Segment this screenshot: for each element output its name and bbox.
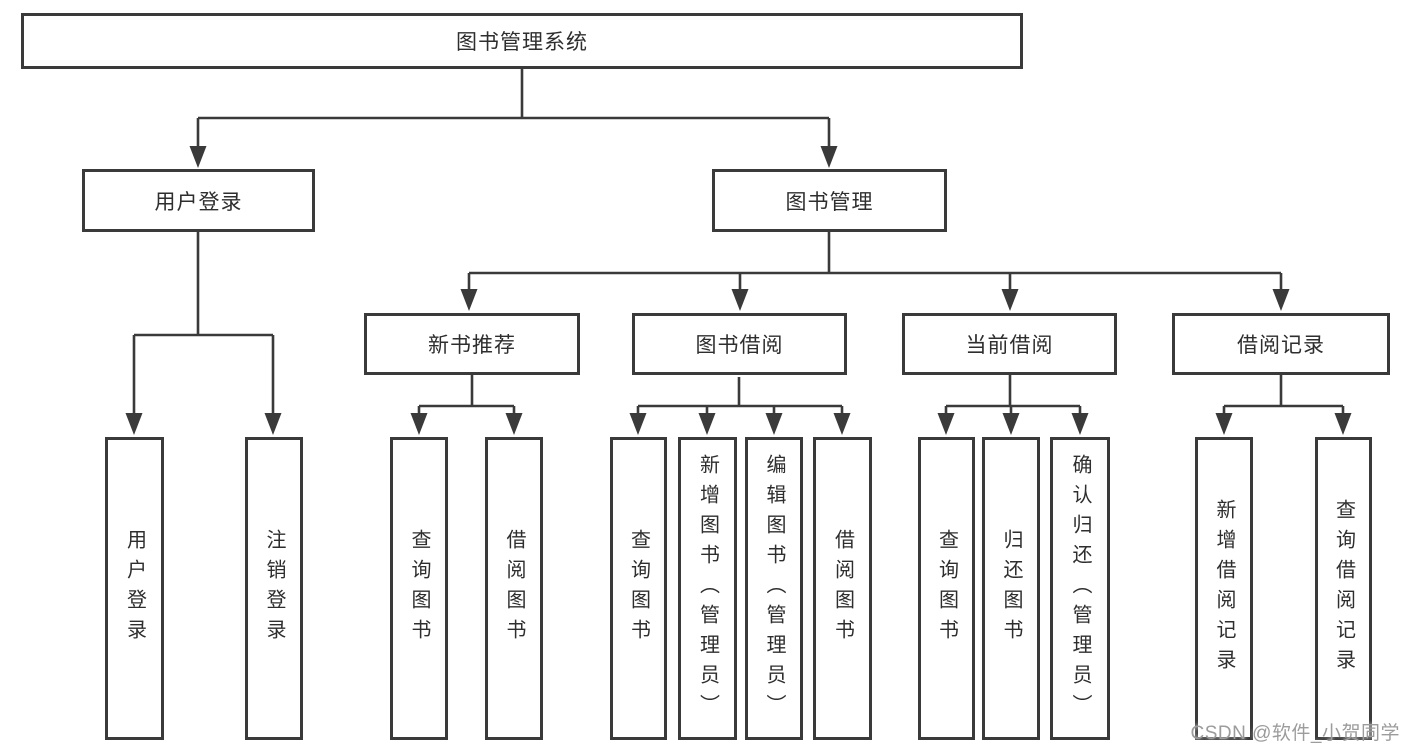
leaf-edit-books-admin: 编辑图书（管理员） <box>745 437 803 740</box>
node-new-book-recommendation: 新书推荐 <box>364 313 580 375</box>
leaf-borrow-books: 借阅图书 <box>813 437 872 740</box>
leaf-logout: 注销登录 <box>245 437 303 740</box>
leaf-query-borrow-record: 查询借阅记录 <box>1315 437 1372 740</box>
node-book-borrowing: 图书借阅 <box>632 313 847 375</box>
node-current-borrowing: 当前借阅 <box>902 313 1117 375</box>
leaf-confirm-return-admin: 确认归还（管理员） <box>1050 437 1110 740</box>
node-book-management: 图书管理 <box>712 169 947 232</box>
leaf-query-books-borrow: 查询图书 <box>610 437 667 740</box>
leaf-user-login: 用户登录 <box>105 437 164 740</box>
node-user-login: 用户登录 <box>82 169 315 232</box>
leaf-add-borrow-record: 新增借阅记录 <box>1195 437 1253 740</box>
leaf-return-books: 归还图书 <box>982 437 1040 740</box>
leaf-query-books-current: 查询图书 <box>918 437 975 740</box>
leaf-query-books-recommend: 查询图书 <box>390 437 448 740</box>
leaf-borrow-books-recommend: 借阅图书 <box>485 437 543 740</box>
csdn-watermark: CSDN @软件_小贺同学 <box>1190 723 1400 744</box>
leaf-add-books-admin: 新增图书（管理员） <box>678 437 737 740</box>
node-borrowing-records: 借阅记录 <box>1172 313 1390 375</box>
node-library-management-system: 图书管理系统 <box>21 13 1023 69</box>
